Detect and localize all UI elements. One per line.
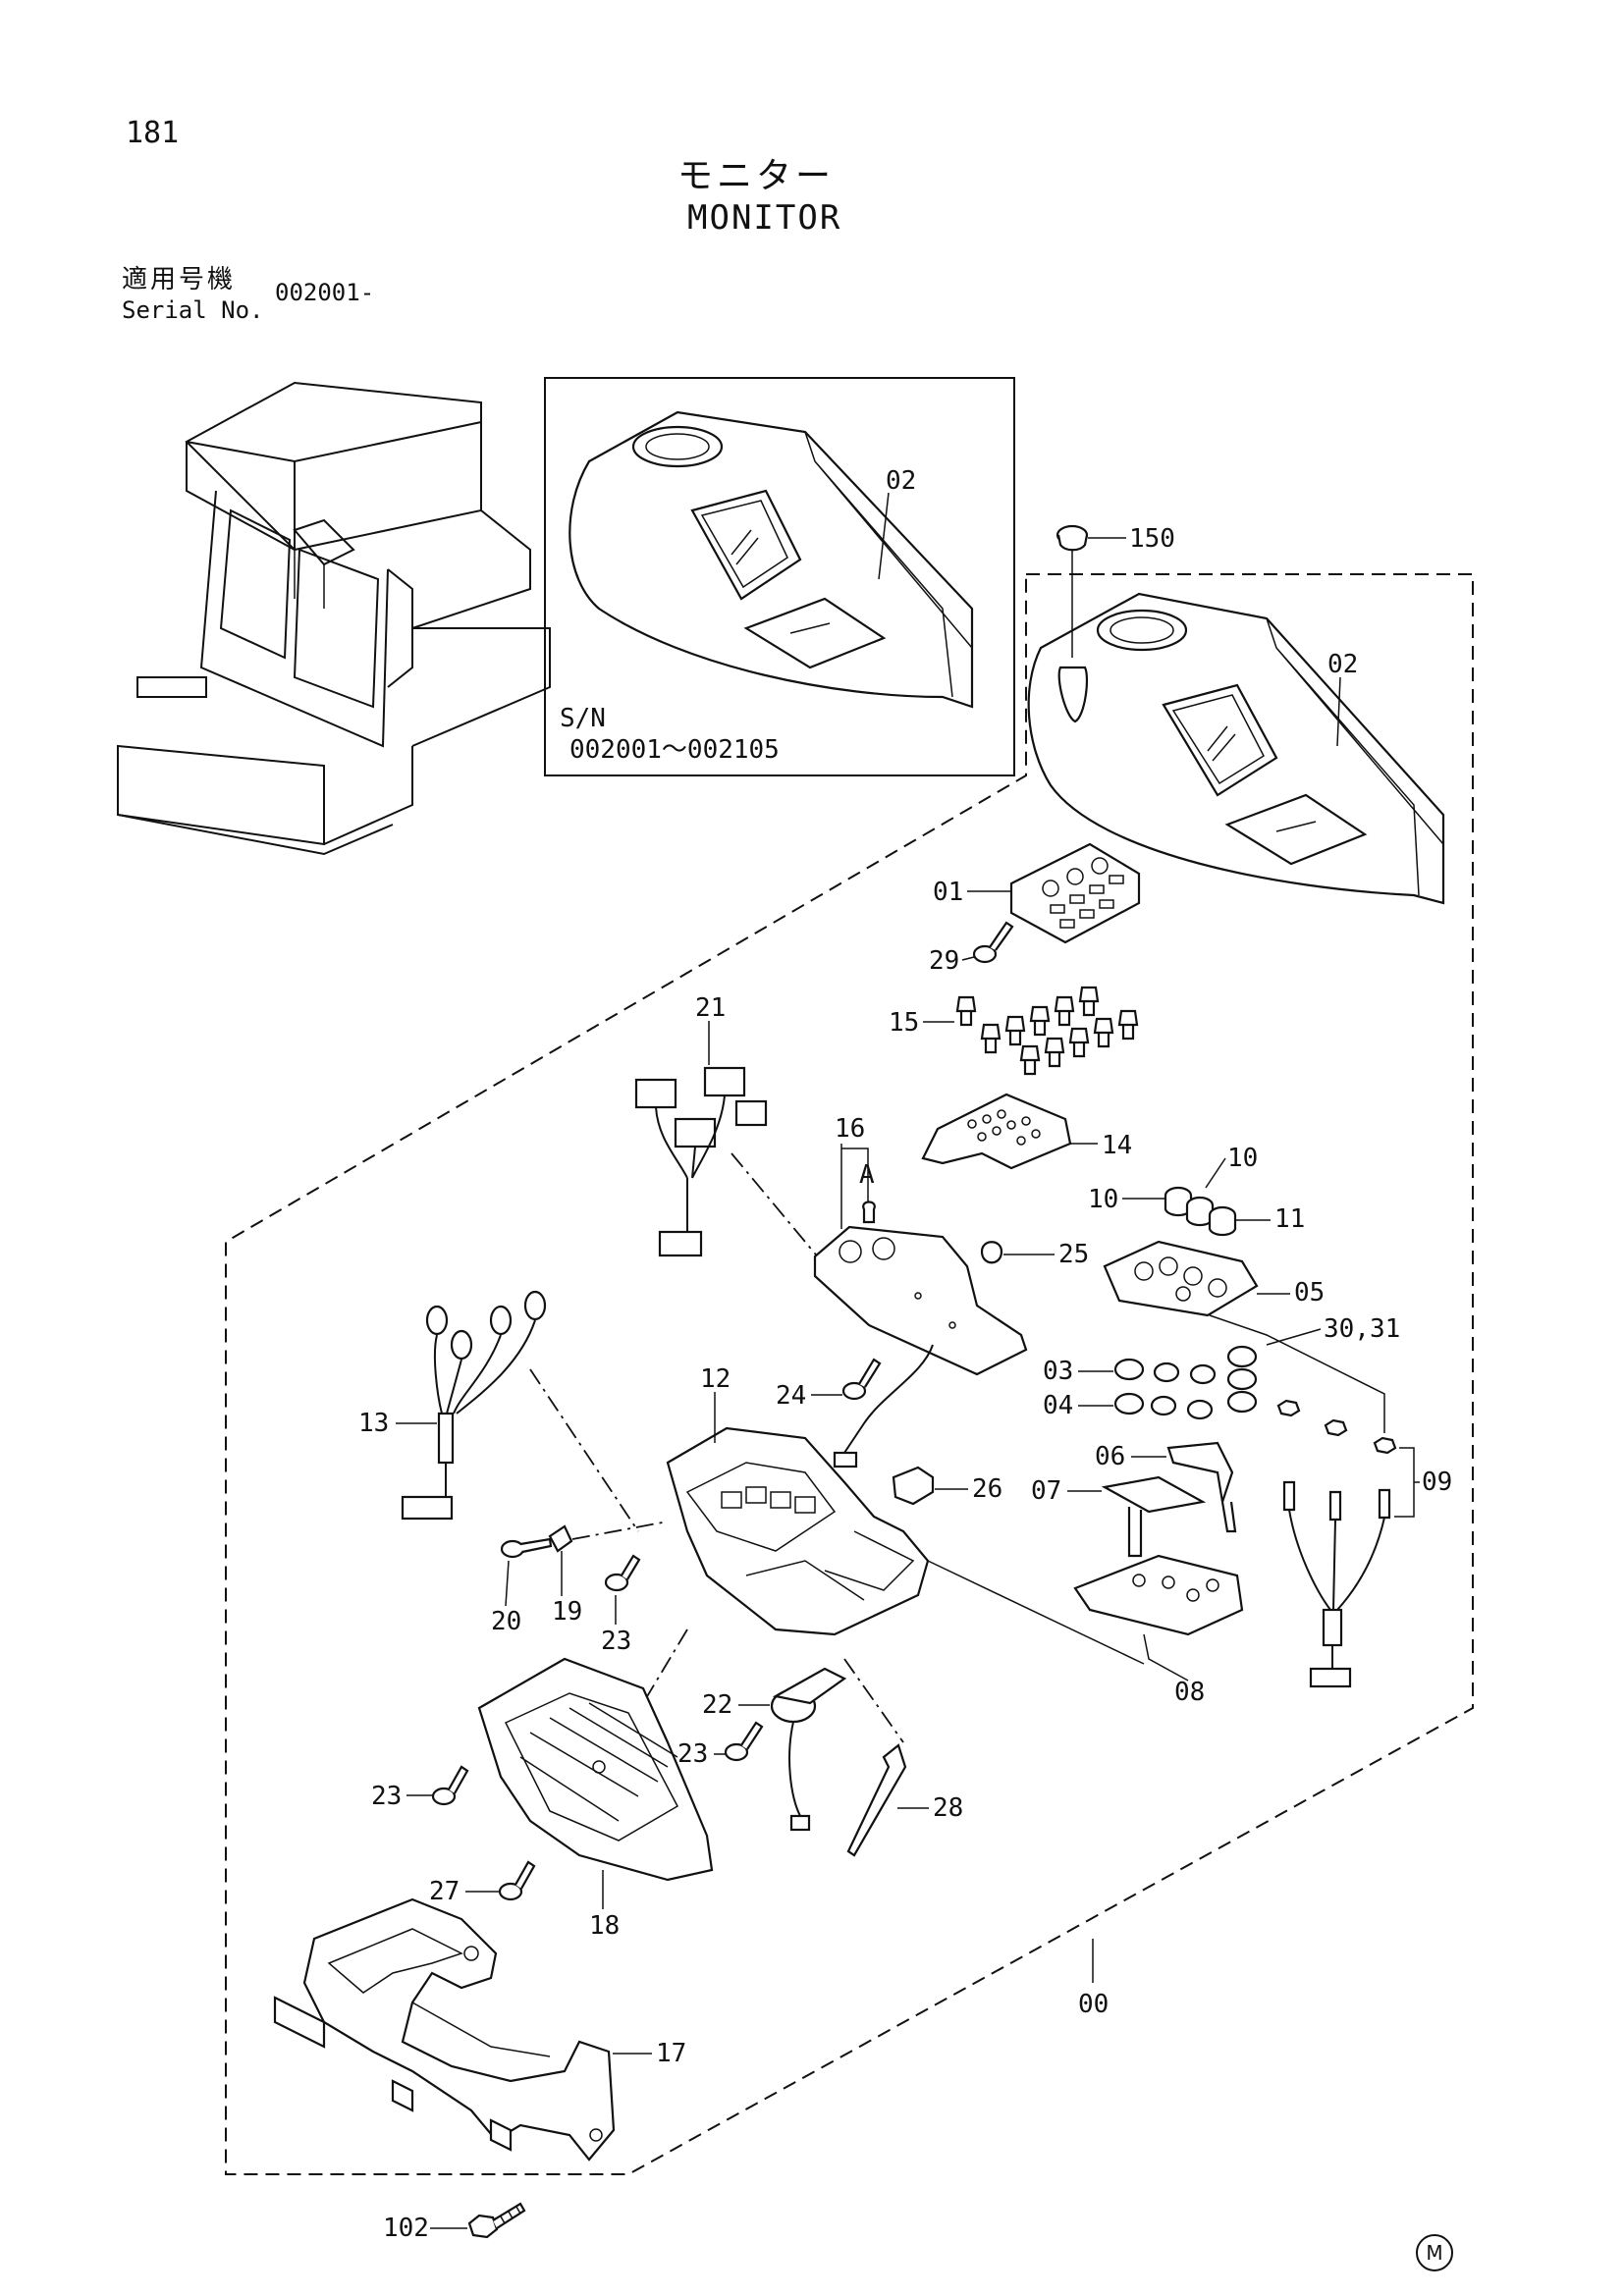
plate-lead-wire (843, 1344, 934, 1454)
part-label-00: 00 (1078, 1990, 1109, 2019)
part-label-23-case: 23 (601, 1627, 631, 1656)
harness-21 (634, 1066, 768, 1257)
part-label-12: 12 (700, 1364, 731, 1394)
main-console-part (1027, 592, 1445, 905)
part-label-01: 01 (933, 878, 963, 907)
buzzer-22 (770, 1667, 847, 1832)
tie-28 (846, 1743, 907, 1857)
title-japanese: モニター (677, 156, 836, 196)
part-label-11: 11 (1274, 1204, 1305, 1234)
part-label-150: 150 (1129, 524, 1175, 554)
part-label-21: 21 (695, 993, 726, 1023)
serial-label-japanese: 適用号機 (122, 265, 237, 294)
part-label-17: 17 (656, 2039, 686, 2068)
plate-16 (813, 1201, 1028, 1376)
part-label-24: 24 (776, 1381, 806, 1411)
membrane-14 (921, 1093, 1072, 1170)
panel-05 (1103, 1240, 1259, 1317)
part-label-18: 18 (589, 1911, 620, 1941)
part-label-19: 19 (552, 1597, 582, 1627)
bolt-102 (467, 2202, 526, 2239)
part-label-07: 07 (1031, 1476, 1061, 1506)
screw-20-19 (500, 1524, 573, 1559)
part-label-02: 02 (1327, 650, 1358, 679)
part-label-04: 04 (1043, 1391, 1073, 1420)
part-label-08: 08 (1174, 1678, 1205, 1707)
screw-23-cover (431, 1765, 469, 1806)
harness-09 (1282, 1480, 1391, 1688)
part-label-25: 25 (1058, 1240, 1089, 1269)
part-label-14: 14 (1102, 1131, 1132, 1160)
part-label-16: 16 (835, 1114, 865, 1144)
part-label-15: 15 (889, 1008, 919, 1038)
nuts-09 (1276, 1399, 1397, 1455)
inset-console (568, 410, 974, 709)
inset-sn-range: 002001～002105 (569, 735, 780, 765)
assembly-boundary (225, 573, 1474, 2175)
page-number: 181 (126, 116, 180, 150)
screw-29 (972, 921, 1014, 964)
part-label-23-buzzer: 23 (677, 1739, 708, 1769)
switch-panel-01 (1009, 842, 1141, 944)
bracket-06 (1166, 1441, 1237, 1533)
part-label-102: 102 (383, 2214, 429, 2243)
part-label-28: 28 (933, 1793, 963, 1823)
knobs-10-11 (1164, 1186, 1237, 1237)
screw-24 (841, 1358, 882, 1401)
harness-13 (401, 1290, 547, 1521)
part-label-05: 05 (1294, 1278, 1325, 1308)
inset-frame (544, 377, 1015, 776)
screw-23-buzzer (724, 1721, 764, 1762)
serial-number-value: 002001- (275, 279, 375, 306)
title-english: MONITOR (687, 198, 842, 238)
part-label-10-top: 10 (1227, 1144, 1258, 1173)
part-label-30-31: 30,31 (1324, 1314, 1400, 1344)
part-label-13: 13 (358, 1409, 389, 1438)
part-label-20: 20 (491, 1607, 521, 1636)
bulbs-03-04 (1113, 1345, 1258, 1420)
corner-mark: M (1416, 2234, 1453, 2271)
case-12 (666, 1426, 930, 1636)
part-label-27: 27 (429, 1877, 460, 1906)
part-label-22: 22 (702, 1690, 732, 1720)
part-label-03: 03 (1043, 1357, 1073, 1386)
inset-sn-label: S/N (560, 704, 606, 733)
screw-23-case (604, 1554, 641, 1592)
bracket-07 (1101, 1475, 1207, 1558)
part-label-06: 06 (1095, 1442, 1125, 1471)
part-label-23-cover: 23 (371, 1782, 402, 1811)
board-08 (1073, 1554, 1244, 1636)
serial-label-english: Serial No. (122, 296, 264, 324)
cover-18 (477, 1657, 714, 1882)
part-label-29: 29 (929, 946, 959, 976)
grommet-150 (1056, 524, 1089, 658)
knobs-15 (955, 986, 1139, 1076)
part-label-26: 26 (972, 1474, 1002, 1504)
screw-27 (498, 1860, 536, 1901)
bracket-17 (273, 1897, 616, 2162)
part-label-10: 10 (1088, 1185, 1118, 1214)
callout-A: A (859, 1160, 875, 1190)
part-label-09: 09 (1422, 1468, 1452, 1497)
part-label-02-inset: 02 (886, 466, 916, 496)
connector-26 (892, 1466, 935, 1506)
cab-illustration (117, 381, 551, 856)
